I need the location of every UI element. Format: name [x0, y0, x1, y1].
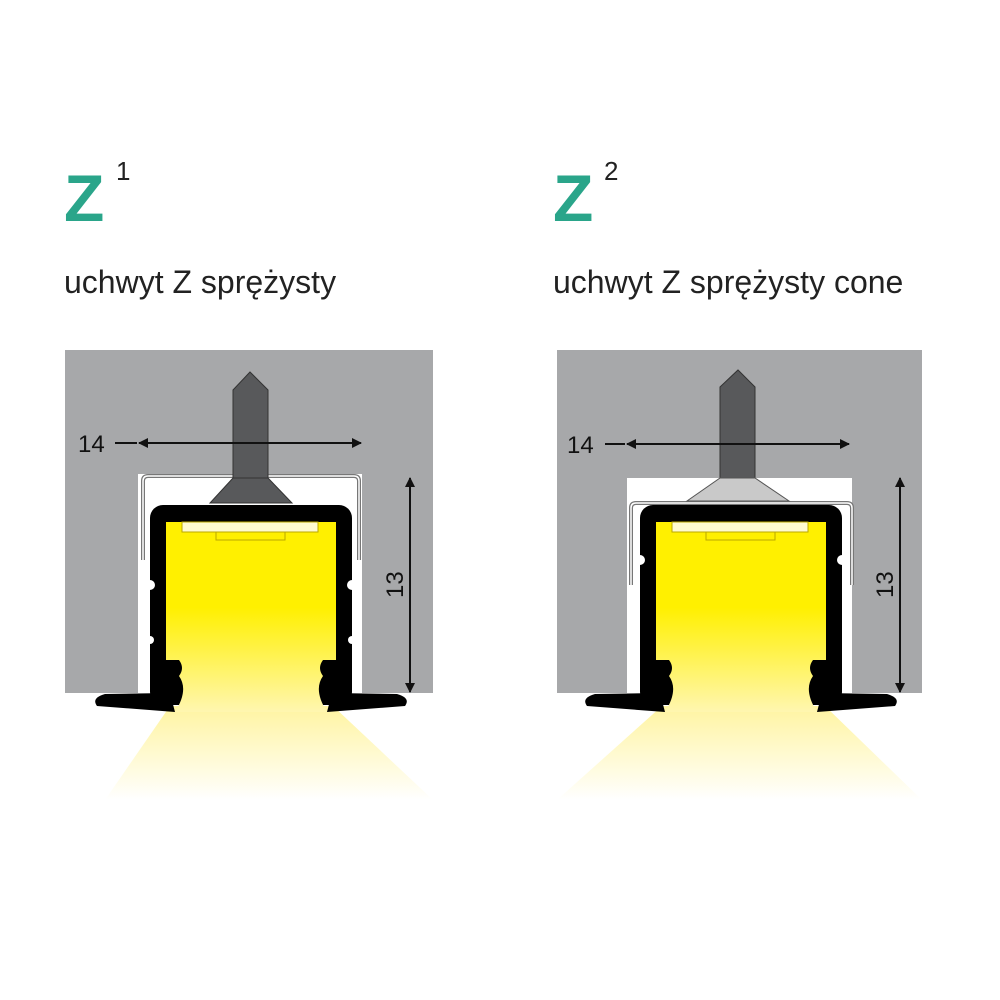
led-strip	[671, 521, 809, 533]
width-dimension-label: 14	[567, 432, 594, 459]
variant-caption-1: uchwyt Z sprężysty	[64, 264, 337, 300]
aluminium-profile	[95, 505, 407, 712]
cone-screw-head	[685, 477, 791, 502]
led-strip	[181, 521, 319, 533]
aluminium-profile	[585, 505, 897, 712]
variant-letter-2: Z	[553, 161, 594, 235]
screw-icon	[719, 369, 756, 479]
light-beam	[557, 706, 922, 800]
panel-2: 14 13	[557, 350, 922, 800]
variant-number-1: 1	[116, 156, 131, 186]
screw-icon	[232, 371, 269, 479]
led-chip	[215, 531, 286, 541]
variant-number-2: 2	[604, 156, 619, 186]
height-dimension-label: 13	[872, 571, 899, 598]
panel-1: 14 13	[65, 350, 433, 800]
led-chip	[705, 531, 776, 541]
height-dimension-label: 13	[382, 571, 409, 598]
width-dimension-label: 14	[78, 431, 105, 458]
screw-head	[208, 477, 294, 504]
variant-caption-2: uchwyt Z sprężysty cone	[553, 264, 904, 300]
variant-letter-1: Z	[64, 161, 105, 235]
light-beam	[105, 706, 433, 800]
